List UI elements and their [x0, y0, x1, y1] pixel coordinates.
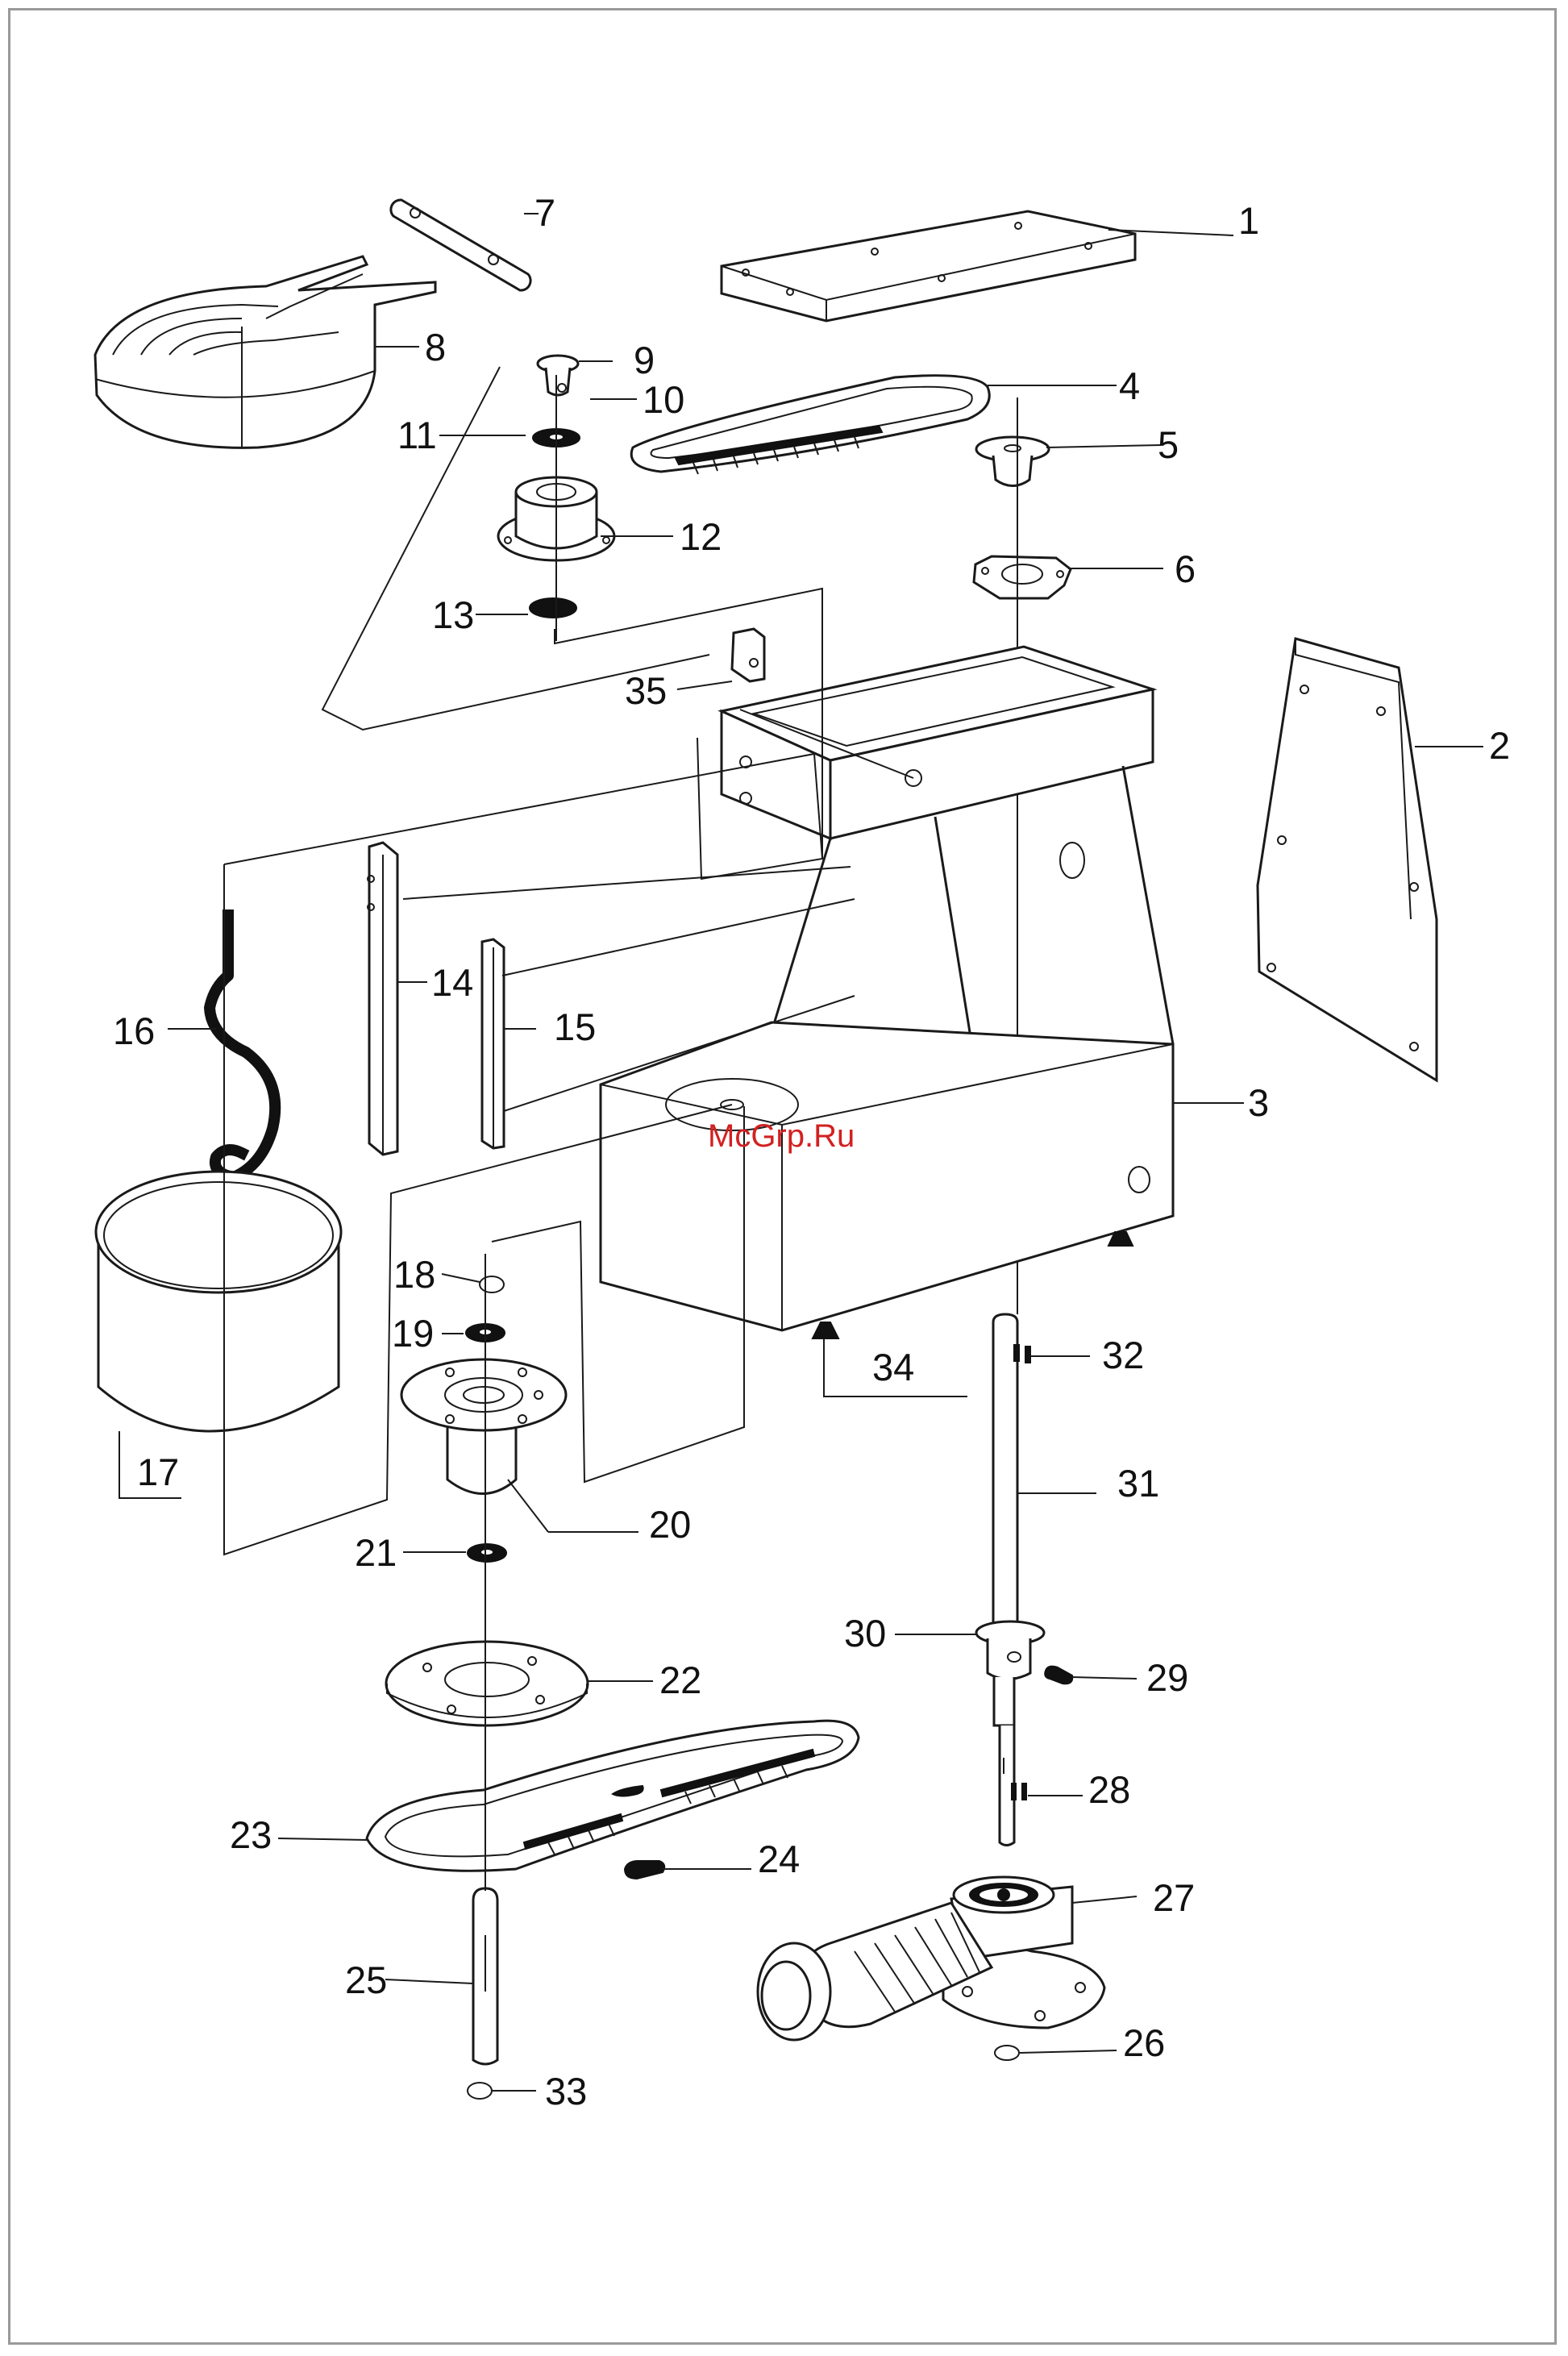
- callout-35: 35: [625, 669, 667, 712]
- part-25-bowl-shaft: [473, 1888, 497, 2064]
- callout-32: 32: [1102, 1334, 1144, 1376]
- part-21-washer: [468, 1544, 506, 1562]
- callout-3: 3: [1248, 1081, 1269, 1124]
- part-30-shaft-bearing: [976, 1621, 1044, 1846]
- callout-17: 17: [137, 1451, 179, 1493]
- callout-34: 34: [872, 1346, 914, 1388]
- part-4-drive-belt: [631, 376, 989, 474]
- part-20-bowl-spindle-housing: [401, 1359, 566, 1494]
- part-7-pivot-rod: [391, 200, 530, 290]
- part-18-seal: [480, 1276, 504, 1292]
- callout-22: 22: [659, 1659, 701, 1701]
- part-24-key: [625, 1861, 664, 1879]
- callout-1: 1: [1238, 199, 1259, 242]
- part-14-side-strip: [368, 843, 397, 1155]
- part-28-pin: [1012, 1784, 1026, 1800]
- callout-18: 18: [393, 1253, 435, 1296]
- part-17-mixing-bowl: [96, 1172, 341, 1431]
- callout-7: 7: [534, 191, 555, 234]
- part-27-electric-motor: [758, 1877, 1104, 2040]
- part-29-key: [1045, 1667, 1072, 1684]
- part-33-seal: [468, 2083, 492, 2099]
- callout-31: 31: [1117, 1462, 1159, 1505]
- callout-19: 19: [392, 1312, 434, 1355]
- part-3-machine-body: [601, 647, 1173, 1338]
- part-22-flange-plate: [386, 1642, 588, 1725]
- callout-2: 2: [1489, 724, 1510, 767]
- callout-9: 9: [634, 339, 655, 381]
- callout-5: 5: [1158, 423, 1179, 466]
- callout-24: 24: [758, 1838, 800, 1880]
- part-13-washer: [530, 598, 576, 618]
- watermark: McGrp.Ru: [708, 1118, 855, 1154]
- callout-27: 27: [1153, 1876, 1195, 1919]
- callout-20: 20: [649, 1503, 691, 1546]
- part-5-pulley: [976, 437, 1049, 486]
- callout-28: 28: [1088, 1768, 1130, 1811]
- part-35-bracket: [732, 629, 764, 681]
- part-6-bearing-flange: [974, 556, 1071, 598]
- callout-16: 16: [113, 1009, 155, 1052]
- callout-26: 26: [1123, 2021, 1165, 2064]
- part-9-10-top-cap: [538, 356, 578, 395]
- callout-25: 25: [345, 1958, 387, 2001]
- part-26-seal: [995, 2046, 1019, 2060]
- callout-21: 21: [355, 1531, 397, 1574]
- part-2-side-panel: [1258, 639, 1437, 1080]
- callout-23: 23: [230, 1813, 272, 1856]
- callout-14: 14: [431, 961, 473, 1004]
- part-8-bowl-guard: [95, 256, 435, 447]
- callout-6: 6: [1175, 547, 1196, 590]
- callout-11: 11: [397, 414, 437, 456]
- callout-30: 30: [844, 1612, 886, 1655]
- callout-29: 29: [1146, 1656, 1188, 1699]
- part-1-top-cover-plate: [722, 211, 1135, 321]
- callout-13: 13: [432, 593, 474, 636]
- callout-15: 15: [554, 1005, 596, 1048]
- callout-12: 12: [680, 515, 722, 558]
- part-32-pin: [1014, 1345, 1030, 1363]
- callout-4: 4: [1119, 364, 1140, 407]
- callout-33: 33: [545, 2070, 587, 2112]
- part-15-side-strip: [482, 939, 504, 1148]
- callout-8: 8: [425, 326, 446, 368]
- callout-10: 10: [643, 378, 684, 421]
- part-16-spiral-dough-hook: [210, 915, 275, 1177]
